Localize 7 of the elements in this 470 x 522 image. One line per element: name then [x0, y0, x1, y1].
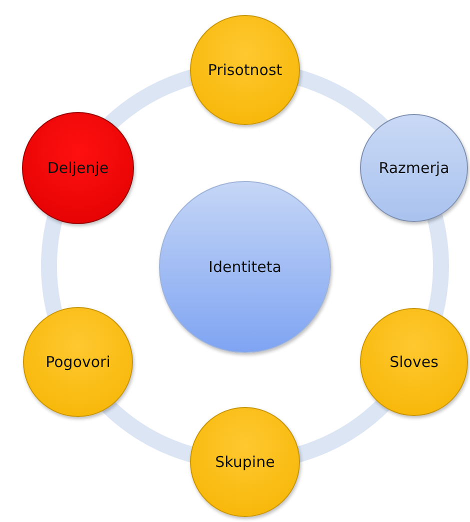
node-label: Pogovori [46, 353, 110, 371]
node-label: Prisotnost [208, 61, 282, 79]
node-label: Sloves [390, 353, 438, 371]
node-label: Skupine [215, 453, 275, 471]
node-label: Identiteta [208, 258, 282, 276]
node-label: Razmerja [378, 159, 450, 177]
node-label: Deljenje [47, 159, 109, 177]
